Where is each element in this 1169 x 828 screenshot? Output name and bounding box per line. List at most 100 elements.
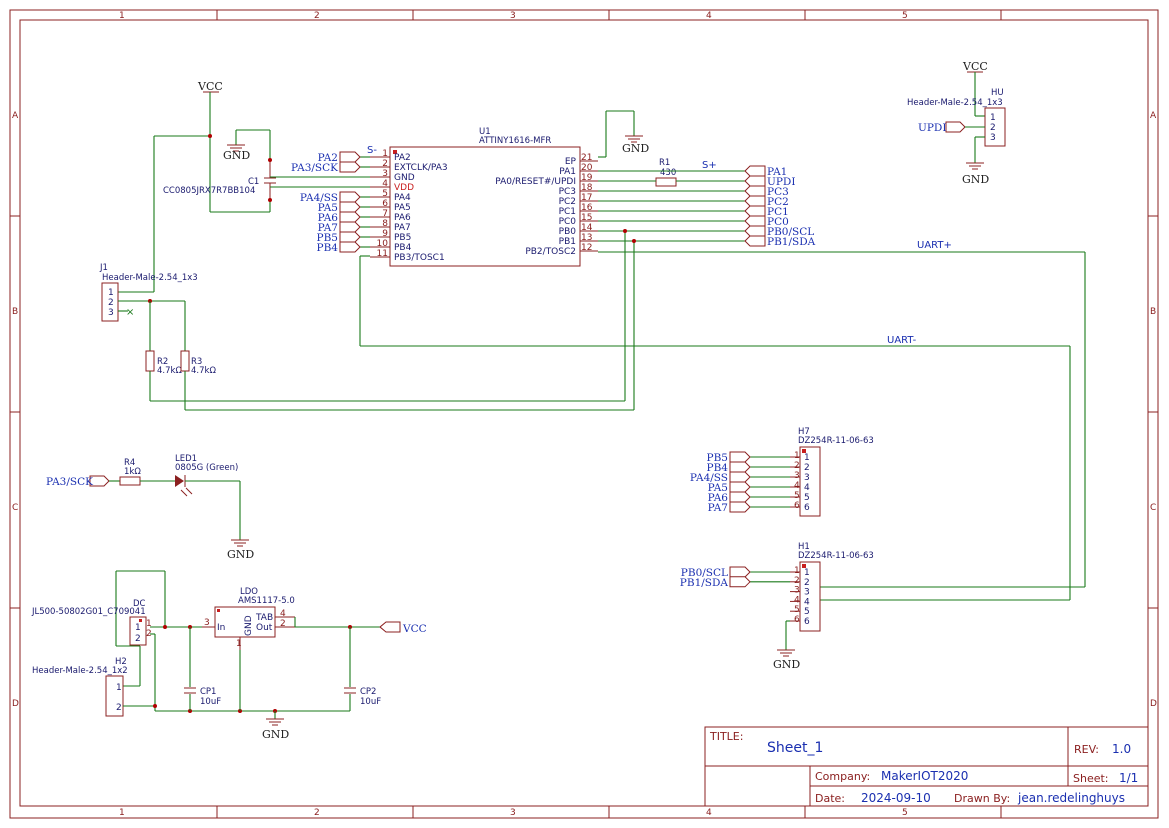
net-flag: PB0/SCL xyxy=(767,226,814,238)
svg-text:In: In xyxy=(217,623,225,633)
r3-ref: R3 xyxy=(191,357,202,367)
net-flag: UPDI xyxy=(767,176,795,188)
svg-text:1: 1 xyxy=(135,623,141,633)
h2-header[interactable]: H2 Header-Male-2.54_1x2 1 2 xyxy=(32,657,128,717)
u1-pin-name: PA5 xyxy=(394,203,411,213)
net-flag: PB1/SDA xyxy=(680,577,729,589)
row-label: C xyxy=(12,503,18,513)
col-label: 1 xyxy=(119,11,125,21)
net-flag: PB4 xyxy=(707,462,729,474)
h1-pin-number: 4 xyxy=(794,595,800,605)
net-label-s-minus: S- xyxy=(367,145,377,156)
u1-pin-number: 13 xyxy=(581,233,592,243)
svg-text:Out: Out xyxy=(256,623,273,633)
r1-resistor[interactable]: R1 430 xyxy=(655,158,677,187)
h7-value: DZ254R-11-06-63 xyxy=(798,436,874,446)
led1-ref: LED1 xyxy=(175,454,197,464)
vcc-label: VCC xyxy=(962,60,988,73)
svg-text:3: 3 xyxy=(204,618,210,628)
svg-text:1: 1 xyxy=(116,683,122,693)
u1-pin-name: PA1 xyxy=(559,167,576,177)
net-flag-pa3-sck: PA3/SCK xyxy=(46,476,93,488)
col-label: 5 xyxy=(902,808,908,818)
r2-resistor[interactable]: R2 4.7kΩ xyxy=(145,229,627,402)
hu-header[interactable]: VCC HU Header-Male-2.54_1x3 1 2 3 UPDI G… xyxy=(907,60,1006,186)
date-value: 2024-09-10 xyxy=(861,791,931,805)
u1-pin-number: 14 xyxy=(581,223,593,233)
r3-resistor[interactable]: R3 4.7kΩ xyxy=(180,239,636,411)
h1-pin-label: 6 xyxy=(804,617,810,627)
c1-value: CC0805JRX7R7BB104 xyxy=(163,186,255,196)
cp1-capacitor[interactable]: CP1 10uF xyxy=(184,627,221,711)
h7-pin-label: 3 xyxy=(804,473,810,483)
gnd-label: GND xyxy=(223,149,250,162)
h7-pin-label: 2 xyxy=(804,463,810,473)
u1-pin-name: PB3/TOSC1 xyxy=(394,253,445,263)
j1-header[interactable]: J1 Header-Male-2.54_1x3 1 2 3 × xyxy=(99,263,198,322)
drawn-by-value: jean.redelinghuys xyxy=(1017,791,1125,805)
svg-text:4: 4 xyxy=(280,609,286,619)
r4-resistor[interactable]: R4 1kΩ xyxy=(119,458,141,486)
h1-header[interactable]: H1 DZ254R-11-06-63 11PB0/SCL22PB1/SDA334… xyxy=(680,542,874,671)
u1-pin-number: 12 xyxy=(581,243,592,253)
h1-pin-label: 5 xyxy=(804,607,810,617)
h7-header[interactable]: H7 DZ254R-11-06-63 11PB522PB433PA4/SS44P… xyxy=(690,427,874,517)
u1-pin-number: 20 xyxy=(581,163,593,173)
u1-pin-number: 3 xyxy=(382,169,388,179)
h7-pin-number: 2 xyxy=(794,461,800,471)
dc-ref: DC xyxy=(133,599,146,609)
svg-text:TAB: TAB xyxy=(255,613,273,623)
u1-pin-name: PA4 xyxy=(394,193,411,203)
h1-pin-label: 4 xyxy=(804,597,810,607)
hu-ref: HU xyxy=(991,88,1004,98)
r4-ref: R4 xyxy=(124,458,135,468)
rev-label: REV: xyxy=(1074,743,1099,756)
net-flag: PA6 xyxy=(318,212,339,224)
net-flag: PA5 xyxy=(708,482,728,494)
j1-ref: J1 xyxy=(99,263,108,273)
gnd-label: GND xyxy=(962,173,989,186)
cp2-capacitor[interactable]: CP2 10uF xyxy=(344,627,381,711)
cp1-value: 10uF xyxy=(200,697,221,707)
h7-pin-number: 4 xyxy=(794,481,800,491)
gnd-label: GND xyxy=(262,728,289,741)
hu-value: Header-Male-2.54_1x3 xyxy=(907,98,1003,108)
net-flag: PB1/SDA xyxy=(767,236,816,248)
net-flag: PC2 xyxy=(767,196,789,208)
svg-text:2: 2 xyxy=(108,298,114,308)
cp2-ref: CP2 xyxy=(360,687,376,697)
svg-text:3: 3 xyxy=(108,308,114,318)
u1-pin-number: 2 xyxy=(382,159,388,169)
u1-pin-name: PA7 xyxy=(394,223,411,233)
u1-pin-name: PA6 xyxy=(394,213,411,223)
u1-pin-number: 10 xyxy=(377,239,389,249)
u1-pin-name: VDD xyxy=(394,183,414,193)
gnd-label: GND xyxy=(227,548,254,561)
net-flag: PA4/SS xyxy=(300,192,338,204)
svg-text:2: 2 xyxy=(116,703,122,713)
svg-text:2: 2 xyxy=(135,634,141,644)
row-label: A xyxy=(12,111,19,121)
ldo-regulator[interactable]: LDO AMS1117-5.0 In GND TAB Out 3 1 4 2 xyxy=(202,587,295,650)
dc-jack[interactable]: DC JL500-50802G01_C709041 1 2 1 2 xyxy=(31,599,152,646)
row-label: B xyxy=(12,307,18,317)
gnd-symbol: GND xyxy=(223,144,250,162)
u1-value: ATTINY1616-MFR xyxy=(479,136,551,146)
u1-pin-number: 1 xyxy=(382,149,388,159)
h7-pin-number: 5 xyxy=(794,491,800,501)
c1-capacitor[interactable]: C1 CC0805JRX7R7BB104 xyxy=(163,158,276,202)
row-label: B xyxy=(1150,307,1156,317)
r3-value: 4.7kΩ xyxy=(191,366,216,376)
led1-diode[interactable]: LED1 0805G (Green) xyxy=(175,454,238,497)
row-label: A xyxy=(1150,111,1157,121)
u1-pin-name: PC3 xyxy=(559,187,576,197)
u1-pin-name: PC2 xyxy=(559,197,576,207)
rev-value: 1.0 xyxy=(1112,742,1131,756)
net-flag: PB5 xyxy=(707,452,728,464)
u1-pin-name: EXTCLK/PA3 xyxy=(394,163,448,173)
h1-pin-label: 3 xyxy=(804,588,810,598)
u1-pin-number: 11 xyxy=(377,249,388,259)
net-flag: PB5 xyxy=(317,232,338,244)
h2-ref: H2 xyxy=(115,657,127,667)
